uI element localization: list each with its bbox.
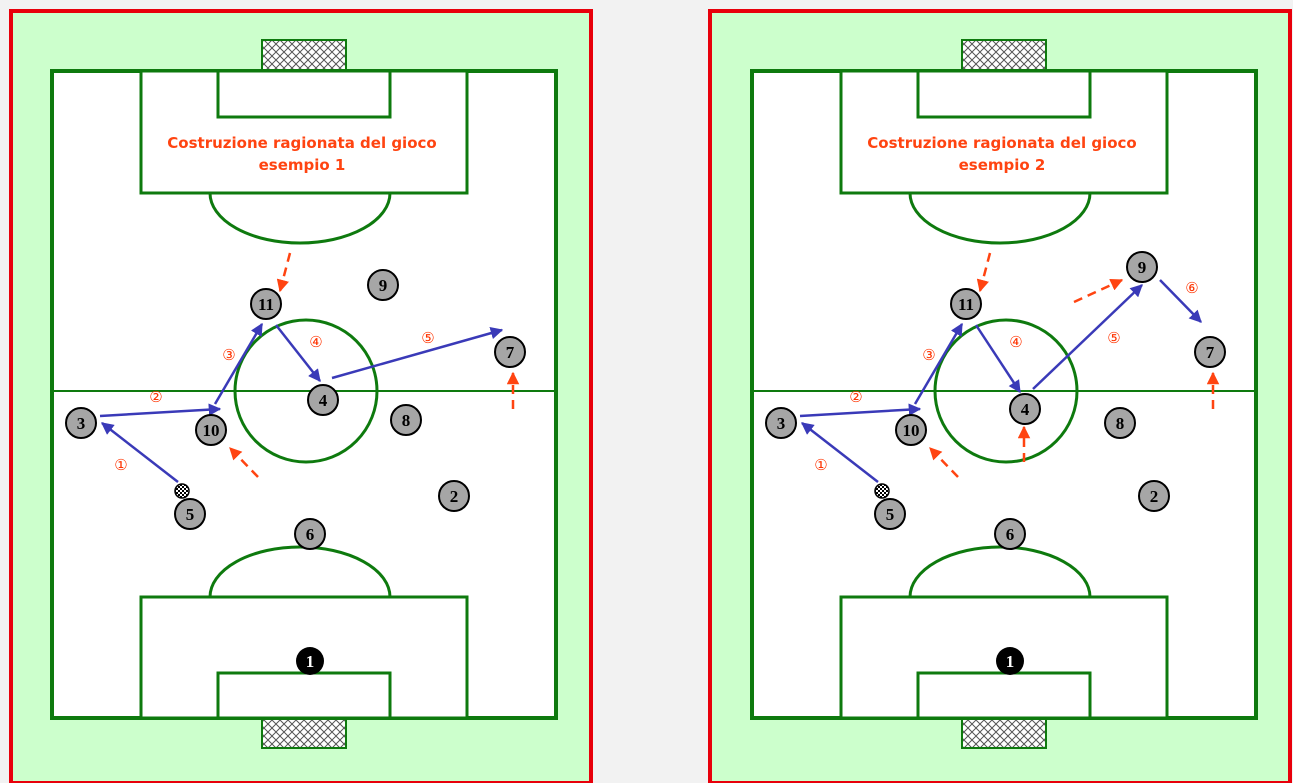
- ball-icon: [874, 483, 890, 499]
- svg-text:4: 4: [319, 391, 328, 410]
- player-token-2: 2: [1138, 480, 1170, 512]
- player-token-2: 2: [438, 480, 470, 512]
- goalkeeper-token: 1: [996, 647, 1024, 675]
- pass-arrow: [331, 327, 504, 380]
- player-token-5: 5: [174, 498, 206, 530]
- player-token-4: 4: [307, 384, 339, 416]
- svg-text:10: 10: [203, 421, 220, 440]
- svg-text:5: 5: [886, 505, 895, 524]
- step-label: ④: [1009, 335, 1022, 351]
- svg-text:8: 8: [1116, 414, 1125, 433]
- pass-arrow: [1159, 279, 1202, 323]
- player-token-4: 4: [1009, 393, 1041, 425]
- svg-text:11: 11: [958, 295, 974, 314]
- center-circle: [233, 318, 379, 464]
- bottom-penalty-arc: [208, 545, 392, 598]
- step-label: ④: [309, 335, 322, 351]
- step-label: ⑤: [421, 331, 434, 347]
- pass-arrow: [799, 403, 922, 418]
- center-circle: [933, 318, 1079, 464]
- svg-text:2: 2: [1150, 487, 1159, 506]
- svg-text:4: 4: [1021, 400, 1030, 419]
- top-penalty-arc: [908, 192, 1092, 245]
- top-goal-area: [916, 69, 1092, 119]
- player-token-6: 6: [994, 518, 1026, 550]
- top-goal-net: [261, 39, 347, 71]
- run-arrow: [276, 252, 292, 293]
- run-arrow: [229, 447, 259, 478]
- run-arrow: [929, 447, 959, 478]
- player-token-9: 9: [1126, 251, 1158, 283]
- svg-text:2: 2: [450, 487, 459, 506]
- step-label: ③: [922, 348, 935, 364]
- step-label: ⑥: [1185, 281, 1198, 297]
- player-token-10: 10: [895, 414, 927, 446]
- run-arrow: [1073, 278, 1124, 304]
- step-label: ②: [849, 390, 862, 406]
- step-label: ⑤: [1107, 331, 1120, 347]
- player-token-7: 7: [1194, 336, 1226, 368]
- svg-text:10: 10: [903, 421, 920, 440]
- svg-text:9: 9: [379, 276, 388, 295]
- panel-example-1: Costruzione ragionata del gioco esempio …: [9, 9, 593, 783]
- player-token-11: 11: [250, 288, 282, 320]
- step-label: ②: [149, 390, 162, 406]
- diagram-subtitle: esempio 1: [259, 156, 346, 174]
- pass-arrow: [1032, 284, 1143, 390]
- player-token-5: 5: [874, 498, 906, 530]
- diagram-title: Costruzione ragionata del gioco: [167, 134, 436, 152]
- svg-text:7: 7: [1206, 343, 1215, 362]
- svg-text:6: 6: [306, 525, 315, 544]
- player-token-7: 7: [494, 336, 526, 368]
- top-goal-area: [216, 69, 392, 119]
- svg-text:7: 7: [506, 343, 515, 362]
- player-token-3: 3: [765, 407, 797, 439]
- pass-arrow: [101, 422, 179, 483]
- step-label: ①: [114, 458, 127, 474]
- step-label: ③: [222, 348, 235, 364]
- top-penalty-area: [139, 69, 469, 195]
- player-token-6: 6: [294, 518, 326, 550]
- goalkeeper-token: 1: [296, 647, 324, 675]
- diagram-title: Costruzione ragionata del gioco: [867, 134, 1136, 152]
- svg-text:1: 1: [306, 652, 315, 671]
- svg-text:3: 3: [777, 414, 786, 433]
- svg-text:3: 3: [77, 414, 86, 433]
- player-token-8: 8: [390, 404, 422, 436]
- bottom-penalty-arc: [908, 545, 1092, 598]
- pass-arrow: [801, 422, 879, 483]
- pass-arrow: [99, 403, 222, 418]
- bottom-goal-net: [261, 717, 347, 749]
- run-arrow: [976, 252, 992, 293]
- top-penalty-area: [839, 69, 1169, 195]
- svg-text:6: 6: [1006, 525, 1015, 544]
- svg-text:11: 11: [258, 295, 274, 314]
- svg-text:5: 5: [186, 505, 195, 524]
- pass-arrow: [913, 322, 964, 405]
- player-token-9: 9: [367, 269, 399, 301]
- svg-text:8: 8: [402, 411, 411, 430]
- top-penalty-arc: [208, 192, 392, 245]
- panel-example-2: Costruzione ragionata del gioco esempio …: [708, 9, 1292, 783]
- pass-arrow: [974, 324, 1022, 394]
- top-goal-net: [961, 39, 1047, 71]
- ball-icon: [174, 483, 190, 499]
- player-token-8: 8: [1104, 407, 1136, 439]
- player-token-3: 3: [65, 407, 97, 439]
- svg-text:1: 1: [1006, 652, 1015, 671]
- player-token-10: 10: [195, 414, 227, 446]
- pass-arrow: [275, 324, 321, 382]
- diagram-subtitle: esempio 2: [959, 156, 1046, 174]
- player-token-11: 11: [950, 288, 982, 320]
- svg-text:9: 9: [1138, 258, 1147, 277]
- bottom-goal-net: [961, 717, 1047, 749]
- pass-arrow: [213, 322, 264, 405]
- step-label: ①: [814, 458, 827, 474]
